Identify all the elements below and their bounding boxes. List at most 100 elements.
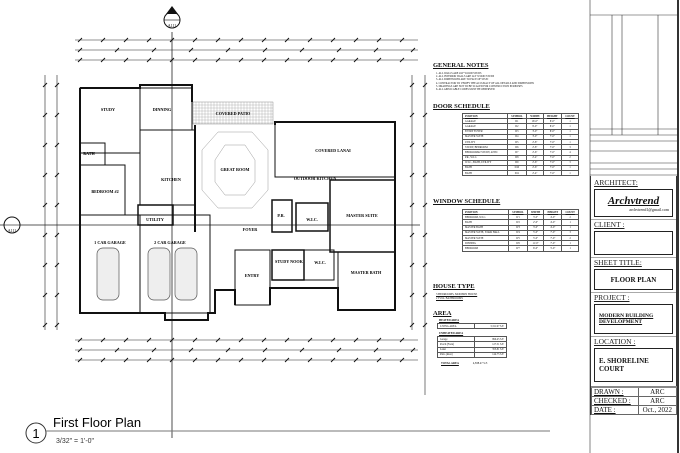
- dimension-tick: [100, 37, 106, 43]
- dimension-tick: [409, 202, 415, 208]
- dimension-tick: [307, 337, 313, 343]
- dimension-tick: [261, 357, 267, 363]
- dimension-tick: [409, 322, 415, 328]
- dimension-tick: [42, 232, 48, 238]
- table-cell: W7: [507, 245, 528, 252]
- room-label: GREAT ROOM: [220, 167, 249, 172]
- dimension-tick: [376, 337, 382, 343]
- dimension-tick: [422, 262, 428, 268]
- dimension-tick: [238, 357, 244, 363]
- dimension-tick: [353, 37, 359, 43]
- dimension-tick: [169, 337, 175, 343]
- table-cell: 5'-0": [543, 245, 563, 252]
- dimension-tick: [188, 347, 194, 353]
- plan-number: 1: [32, 426, 39, 441]
- dimension-tick: [100, 337, 106, 343]
- dimension-tick: [284, 357, 290, 363]
- room-label: STUDY NOOK: [275, 259, 304, 264]
- plan-name: First Floor Plan: [53, 415, 141, 430]
- location-label: LOCATION :: [594, 337, 636, 346]
- dimension-lines: [0, 32, 426, 438]
- dimension-tick: [330, 337, 336, 343]
- architect-label: ARCHITECT:: [594, 178, 638, 187]
- table-cell: 6'-0": [526, 245, 545, 252]
- area-cell: 144.75 S.F.: [473, 351, 508, 358]
- room-label: BEDROOM #2: [91, 189, 118, 194]
- dimension-tick: [262, 347, 268, 353]
- room-label: COVERED LANAI: [315, 148, 351, 153]
- unheated-label: UNHEATED AREA: [439, 332, 464, 336]
- room-labels: STUDY DINNING COVERED PATIO BATH KITCHEN…: [83, 107, 382, 278]
- dimension-tick: [54, 142, 60, 148]
- project-label: PROJECT :: [594, 293, 630, 302]
- dimension-tick: [42, 322, 48, 328]
- dimension-tick: [42, 82, 48, 88]
- dimension-tick: [399, 57, 405, 63]
- dimension-tick: [225, 47, 231, 53]
- dimension-tick: [77, 37, 83, 43]
- car-icon: [147, 247, 171, 301]
- heated-label: HEATED AREA: [439, 319, 460, 322]
- dimension-tick: [123, 357, 129, 363]
- dimension-tick: [376, 57, 382, 63]
- dimension-tick: [151, 47, 157, 53]
- dimension-tick: [77, 357, 83, 363]
- general-note: 6. ALL APPLICABLE CODES MUST BE OBSERVED: [436, 88, 495, 92]
- dimension-tick: [77, 347, 83, 353]
- house-type-line: 2 FULL BATHROOMS: [436, 296, 463, 300]
- total-area-label: TOTAL AREA: [441, 361, 459, 365]
- dimension-tick: [307, 37, 313, 43]
- dimension-tick: [330, 57, 336, 63]
- car-icon: [174, 247, 198, 301]
- sheet-title: FLOOR PLAN: [594, 269, 673, 290]
- room-label: W.I.C.: [306, 217, 318, 222]
- room-label: 1 CAR GARAGE: [94, 240, 126, 245]
- room-label: DINNING: [153, 107, 172, 112]
- dimension-tick: [353, 57, 359, 63]
- room-label: MASTER SUITE: [346, 213, 378, 218]
- dimension-tick: [100, 357, 106, 363]
- table-cell: BEDROOM: [462, 245, 509, 252]
- svg-text:A111: A111: [168, 23, 177, 28]
- client-label: CLIENT :: [594, 220, 625, 229]
- dimension-tick: [330, 37, 336, 43]
- dimension-tick: [422, 172, 428, 178]
- car-icon: [96, 247, 120, 301]
- dimension-tick: [262, 47, 268, 53]
- dimension-tick: [238, 337, 244, 343]
- dimension-tick: [215, 37, 221, 43]
- dimension-tick: [376, 37, 382, 43]
- dimension-tick: [261, 337, 267, 343]
- architect-box: Archvtrend archvtrend1@gmail.com: [594, 189, 673, 217]
- dimension-tick: [373, 47, 379, 53]
- sheet-title-label: SHEET TITLE:: [594, 258, 642, 267]
- dimension-tick: [77, 337, 83, 343]
- house-type-heading: HOUSE TYPE: [433, 283, 475, 290]
- dimension-tick: [77, 47, 83, 53]
- dimension-tick: [409, 82, 415, 88]
- window-schedule-heading: WINDOW SCHEDULE: [433, 198, 501, 205]
- drawn-label: DRAWN :: [591, 386, 639, 397]
- room-label: W.I.C.: [314, 260, 326, 265]
- room-label: COVERED PATIO: [216, 111, 251, 116]
- dimension-tick: [409, 172, 415, 178]
- dimension-tick: [299, 347, 305, 353]
- title-block: ARCHITECT: Archvtrend archvtrend1@gmail.…: [590, 176, 678, 415]
- dimension-tick: [399, 37, 405, 43]
- dimension-tick: [284, 337, 290, 343]
- dimension-tick: [146, 357, 152, 363]
- dimension-tick: [238, 57, 244, 63]
- section-marker-top: A111: [163, 6, 181, 29]
- dimension-tick: [225, 347, 231, 353]
- dimension-tick: [215, 337, 221, 343]
- door-schedule-heading: DOOR SCHEDULE: [433, 103, 490, 110]
- general-note: 4. CONTRACTOR TO VERIFY THE ACCURACY OF …: [436, 81, 534, 85]
- dimension-tick: [123, 337, 129, 343]
- plan-number-circle: [25, 422, 47, 444]
- dimension-tick: [169, 57, 175, 63]
- dimension-tick: [299, 47, 305, 53]
- dimension-tick: [399, 337, 405, 343]
